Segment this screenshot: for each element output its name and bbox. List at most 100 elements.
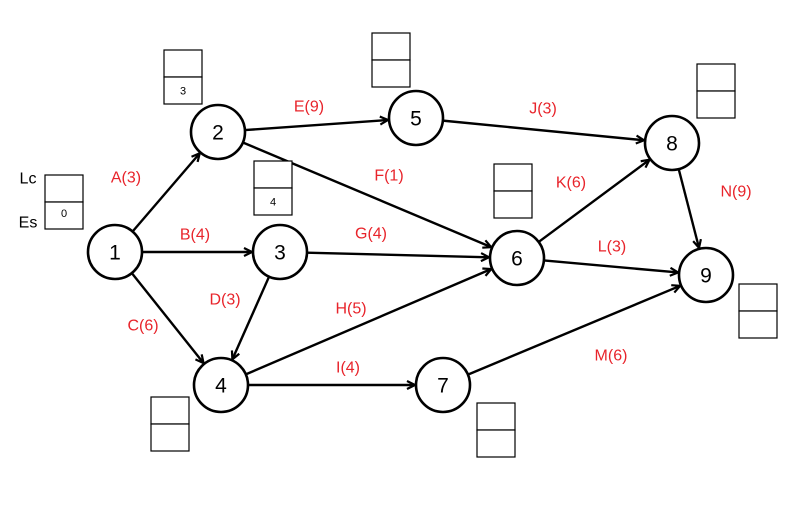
time-box-top-cell <box>738 283 778 312</box>
time-box-node-3: 4 <box>253 160 293 216</box>
edge-6-9: L(3) <box>543 239 678 273</box>
time-box-node-8 <box>696 63 736 119</box>
legend: Lc Es 0 <box>19 171 84 232</box>
time-box-node-9 <box>738 283 778 339</box>
time-box-node-7 <box>476 402 516 458</box>
legend-lc-label: Lc <box>20 171 37 188</box>
node-label: 8 <box>666 133 678 156</box>
node-6: 6 <box>488 229 546 287</box>
edge-3-6: G(4) <box>306 226 489 258</box>
edge-label: F(1) <box>374 168 403 185</box>
node-label: 5 <box>410 108 422 131</box>
time-box-top-cell <box>253 160 293 189</box>
edge-label: M(6) <box>595 348 628 365</box>
edge-2-5: E(9) <box>244 99 388 132</box>
node-1: 1 <box>86 223 144 281</box>
nodes-layer: 1 2 3 4 5 6 7 8 9 <box>86 89 735 414</box>
node-circle <box>251 223 309 281</box>
edge-1-3: B(4) <box>142 227 252 253</box>
edge-arrow <box>467 286 680 376</box>
time-box-bottom-cell <box>371 59 411 88</box>
edge-label: I(4) <box>336 360 360 377</box>
edge-8-9: N(9) <box>677 168 752 248</box>
time-box-bottom-value: 4 <box>270 197 276 209</box>
edge-arrow <box>130 272 204 363</box>
boxes-layer: 34 <box>150 32 778 458</box>
node-5: 5 <box>387 89 445 147</box>
time-box-top-cell <box>371 32 411 61</box>
time-box-node-2: 3 <box>163 49 203 105</box>
node-circle <box>643 114 701 172</box>
node-label: 2 <box>212 122 224 145</box>
time-box-top-cell <box>163 49 203 78</box>
edge-label: J(3) <box>529 101 557 118</box>
edge-arrow <box>442 119 644 141</box>
node-4: 4 <box>192 356 250 414</box>
node-9: 9 <box>677 246 735 304</box>
node-label: 7 <box>437 375 449 398</box>
node-label: 3 <box>274 242 286 265</box>
edge-6-8: K(6) <box>537 160 650 243</box>
edge-label: A(3) <box>111 170 141 187</box>
node-2: 2 <box>189 103 247 161</box>
time-box-top-cell <box>493 163 533 192</box>
node-label: 6 <box>511 248 523 271</box>
edge-label: L(3) <box>598 239 626 256</box>
edge-label: N(9) <box>720 184 751 201</box>
edge-label: E(9) <box>294 99 324 116</box>
edge-arrow <box>537 160 650 243</box>
node-circle <box>86 223 144 281</box>
node-7: 7 <box>414 356 472 414</box>
edge-5-8: J(3) <box>442 101 644 141</box>
edge-arrow <box>232 276 271 360</box>
node-circle <box>488 229 546 287</box>
node-circle <box>677 246 735 304</box>
edge-label: H(5) <box>335 301 366 318</box>
legend-es-label: Es <box>19 215 38 232</box>
edge-7-9: M(6) <box>467 286 680 376</box>
time-box-bottom-cell <box>696 90 736 119</box>
time-box-top-cell <box>150 396 190 425</box>
node-3: 3 <box>251 223 309 281</box>
time-box-bottom-cell <box>738 310 778 339</box>
legend-box: 0 <box>44 174 84 230</box>
edge-1-2: A(3) <box>111 153 200 233</box>
edge-arrow <box>131 153 200 233</box>
edge-4-7: I(4) <box>248 360 415 386</box>
time-box-bottom-value: 3 <box>180 86 186 98</box>
edge-arrow <box>306 251 489 258</box>
time-box-bottom-cell <box>253 187 293 216</box>
edge-label: B(4) <box>180 227 210 244</box>
edges-layer: A(3) B(4) C(6) D(3) E(9) F(1) G(4) H(5) I(4) J(3)… <box>111 99 752 386</box>
edge-arrow <box>244 120 388 132</box>
edge-arrow <box>543 259 678 272</box>
edge-3-4: D(3) <box>209 276 271 360</box>
time-box-top-cell <box>476 402 516 431</box>
node-label: 4 <box>215 375 227 398</box>
edge-label: D(3) <box>209 292 240 309</box>
legend-box-top-cell <box>44 174 84 203</box>
edge-label: K(6) <box>556 175 586 192</box>
node-label: 1 <box>109 242 121 265</box>
node-8: 8 <box>643 114 701 172</box>
time-box-bottom-cell <box>150 423 190 452</box>
time-box-bottom-cell <box>476 429 516 458</box>
time-box-top-cell <box>696 63 736 92</box>
node-circle <box>387 89 445 147</box>
time-box-node-4 <box>150 396 190 452</box>
time-box-node-5 <box>371 32 411 88</box>
legend-box-bottom-value: 0 <box>61 208 67 220</box>
node-circle <box>414 356 472 414</box>
edge-arrow <box>242 141 491 247</box>
edge-1-4: C(6) <box>127 272 204 363</box>
node-circle <box>192 356 250 414</box>
time-box-bottom-cell <box>163 76 203 105</box>
edge-2-6: F(1) <box>242 141 491 247</box>
node-circle <box>189 103 247 161</box>
edge-arrow <box>245 269 491 376</box>
node-label: 9 <box>700 265 712 288</box>
edge-label: G(4) <box>355 226 387 243</box>
edge-4-6: H(5) <box>245 269 491 376</box>
edge-arrow <box>677 168 699 248</box>
